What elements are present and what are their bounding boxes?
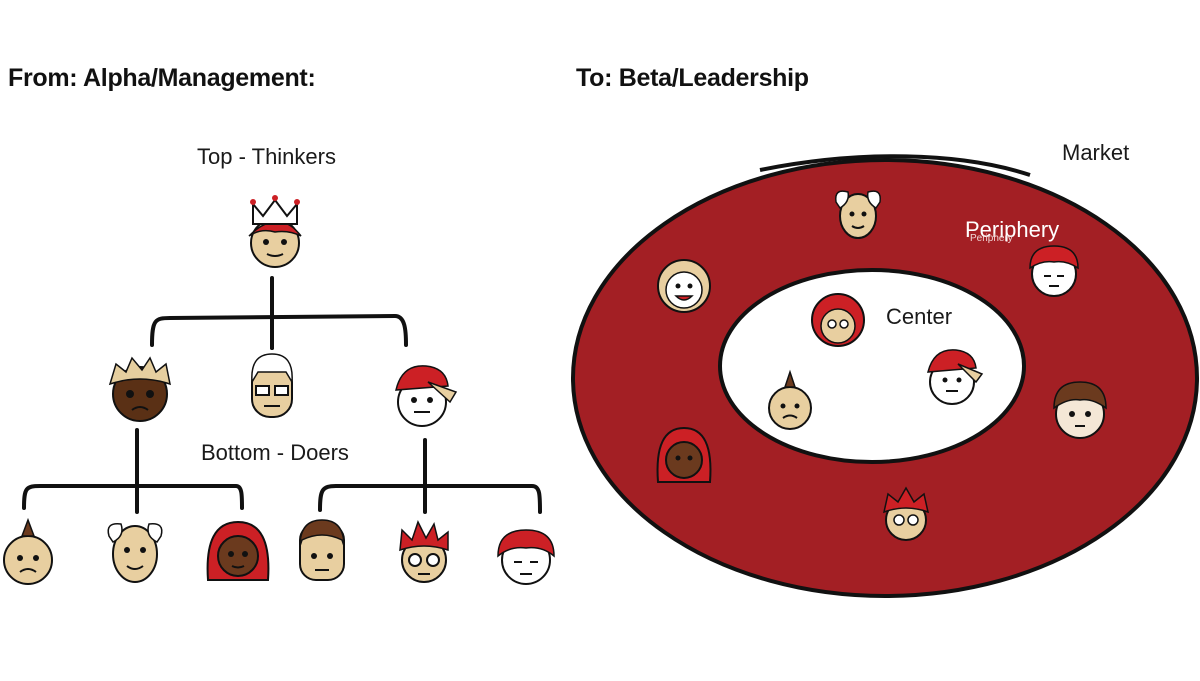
periphery-curly-face-icon [657, 259, 711, 313]
center-label: Center [886, 304, 953, 329]
sleepy-red-face-icon [497, 529, 555, 585]
from-heading: From: Alpha/Management: [8, 64, 316, 92]
periphery-woman-face-icon [656, 426, 712, 483]
dark-face-icon [108, 356, 171, 422]
center-mohawk-face-icon [768, 369, 812, 430]
king-face-icon [248, 195, 302, 268]
red-hair-woman-face-icon [206, 520, 270, 581]
to-heading: To: Beta/Leadership [576, 64, 809, 92]
left-branch-line [22, 484, 244, 510]
top-branch-line [150, 313, 408, 347]
periphery-spiky-face-icon [882, 486, 930, 541]
market-boundary [571, 158, 1199, 598]
top-thinkers-label: Top - Thinkers [197, 144, 336, 169]
periphery-sleepy-face-icon [1029, 245, 1079, 297]
center-cap-face-icon [927, 349, 984, 405]
long-hair-face-icon [299, 519, 345, 581]
mohawk-face-icon [3, 517, 53, 585]
glasses-face-icon [251, 353, 293, 418]
center-zone [718, 268, 1026, 464]
spiky-red-face-icon [399, 520, 449, 583]
periphery-small-label: Periphery [970, 233, 1013, 244]
leadership-circles [571, 154, 1199, 598]
periphery-label: Periphery [965, 217, 1060, 242]
bottom-doers-label: Bottom - Doers [201, 440, 349, 465]
periphery-old-man-face-icon [835, 190, 881, 239]
hierarchy-tree [22, 276, 542, 514]
right-branch-line [318, 484, 542, 514]
cap-face-icon [395, 365, 458, 427]
periphery-brown-hair-face-icon [1053, 381, 1107, 439]
market-boundary-stroke [759, 154, 1031, 177]
market-label: Market [1062, 140, 1130, 165]
old-man-face-icon [107, 523, 163, 583]
center-curly-red-face-icon [811, 293, 865, 347]
